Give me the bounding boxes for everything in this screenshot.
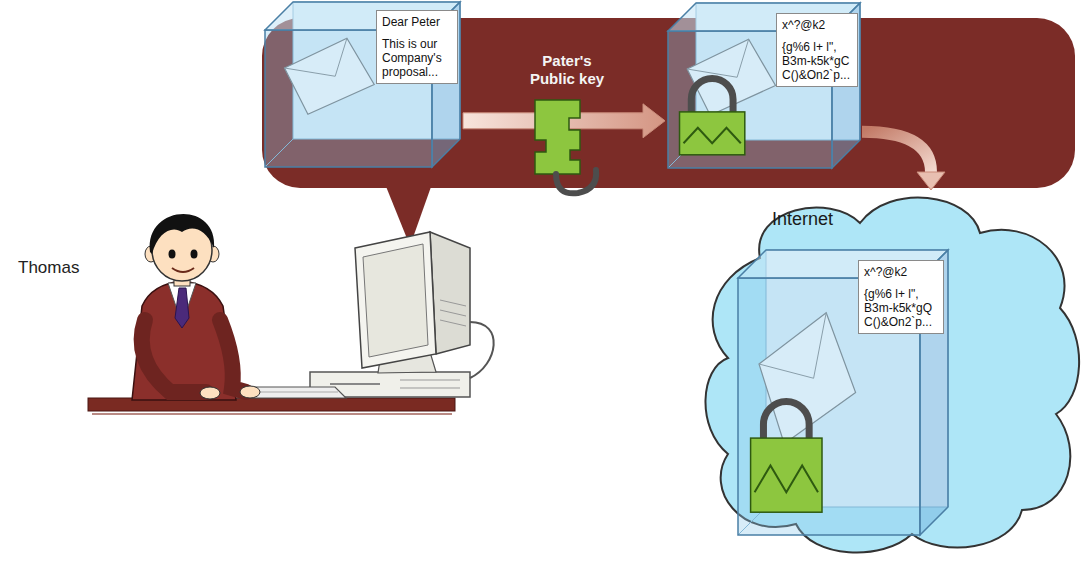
- speech-band: Pater's Public key Dear PeterThis is our …: [262, 18, 1075, 188]
- letter-text: Dear Peter: [382, 15, 452, 29]
- text-holder: Internet: [772, 208, 902, 230]
- encrypted-box: x^?@k2 {g%6 l+ l", B3m-k5k*gC C()&On2`p..…: [668, 3, 860, 168]
- encrypted-box: x^?@k2 {g%6 l+ l", B3m-k5k*gQ C()&On2`p..…: [738, 250, 948, 535]
- message-box: Dear PeterThis is our Company's proposal…: [265, 2, 460, 167]
- letter-text: x^?@k2: [864, 265, 938, 279]
- letter-text: This is our Company's proposal...: [382, 37, 452, 79]
- key-hook: [556, 170, 596, 193]
- flow-arrow: [862, 132, 945, 190]
- key-body: [535, 100, 580, 174]
- paper-sheet: x^?@k2 {g%6 l+ l", B3m-k5k*gC C()&On2`p..…: [776, 13, 858, 87]
- cloud-title: Internet: [772, 208, 902, 230]
- person-figure: [132, 214, 260, 400]
- text-holder: Pater's Public key: [522, 52, 612, 88]
- desk-shadow: [92, 413, 452, 415]
- letter-text: {g%6 l+ l", B3m-k5k*gC C()&On2`p...: [782, 40, 852, 82]
- desk: [88, 398, 455, 411]
- label-holder: Thomas: [18, 258, 79, 278]
- person-name: Thomas: [18, 258, 79, 278]
- internet-cloud: Internet x^?@k2 {g%6 l+ l", B3m-k5k*gQ C()…: [700, 188, 1085, 560]
- letter-text: {g%6 l+ l", B3m-k5k*gQ C()&On2`p...: [864, 287, 938, 329]
- key-caption: Pater's Public key: [522, 52, 612, 88]
- paper-sheet: Dear PeterThis is our Company's proposal…: [376, 10, 458, 84]
- letter-text: x^?@k2: [782, 18, 852, 32]
- computer: [220, 232, 494, 398]
- paper-sheet: x^?@k2 {g%6 l+ l", B3m-k5k*gQ C()&On2`p..…: [858, 260, 944, 334]
- speech-tail: [385, 184, 432, 246]
